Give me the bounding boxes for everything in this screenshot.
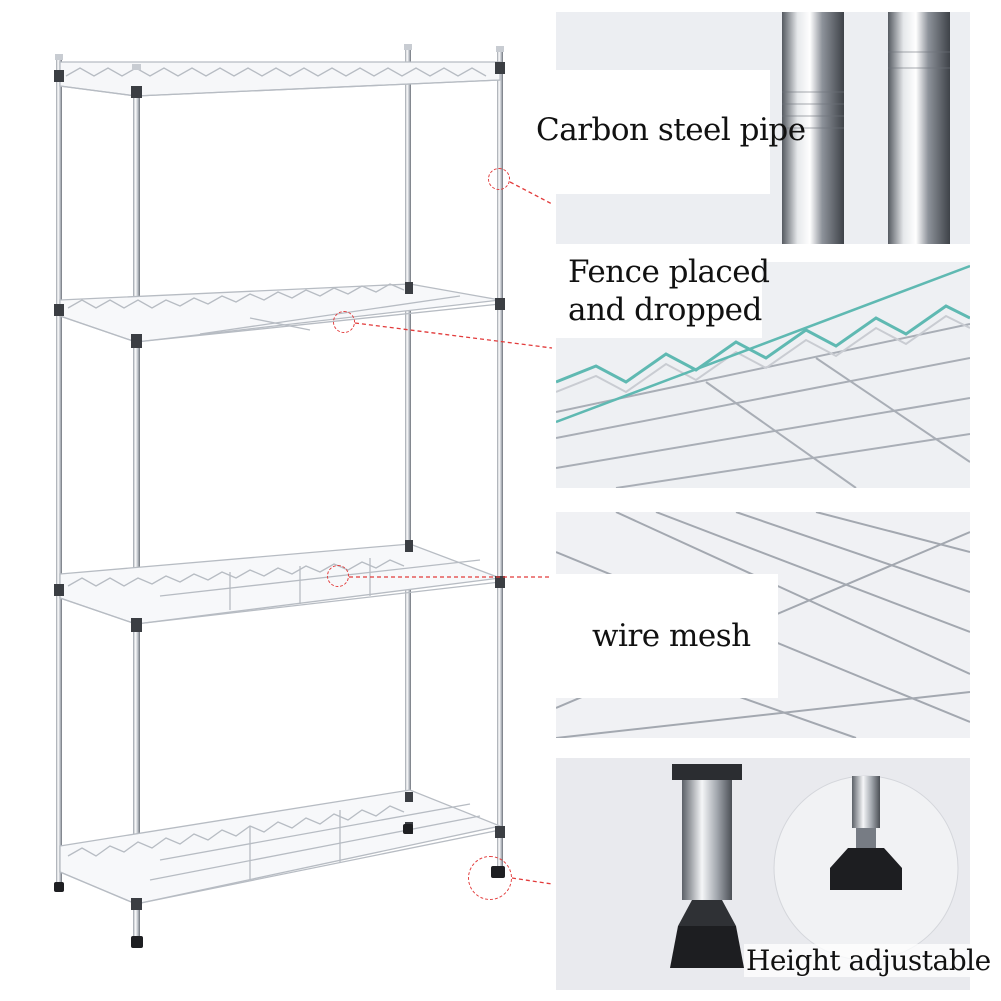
detail-panel-fence [556,262,970,488]
callout-circle-fence [333,311,355,333]
detail-panel-mesh [556,512,970,738]
fence-label-line1: Fence placed [568,254,770,290]
mesh-label: wire mesh [592,618,751,654]
feet-label: Height adjustable [744,944,993,977]
callout-circle-feet [468,856,512,900]
pipe-label: Carbon steel pipe [536,112,806,148]
callout-circle-pipe [488,168,510,190]
wire-shelving-unit [54,44,505,948]
fence-label-line2: and dropped [568,292,762,328]
fence-label-backdrop [556,262,762,338]
pipe-label-backdrop [556,70,770,194]
detail-panel-pipe [556,12,970,244]
mesh-label-backdrop [556,574,778,698]
callout-circle-mesh [327,565,349,587]
